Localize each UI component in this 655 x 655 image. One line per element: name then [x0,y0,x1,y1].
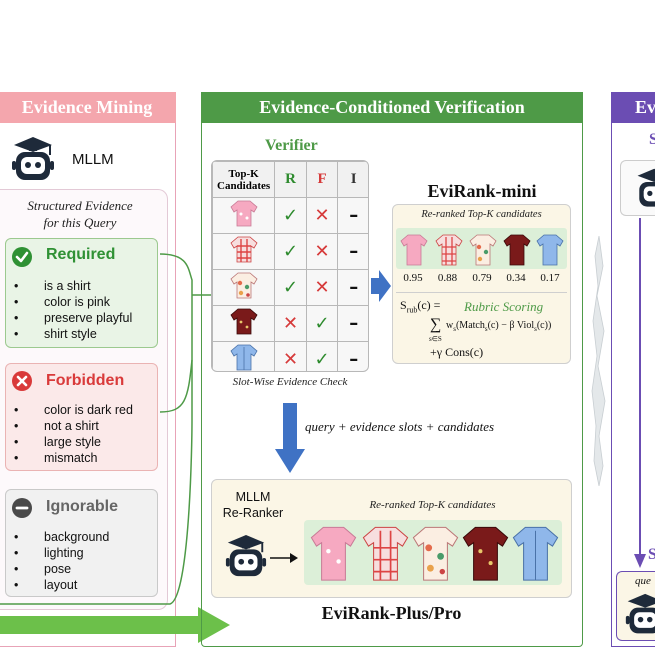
robot-icon [637,168,655,207]
reranker-caption: Re-ranked Top-K candidates [369,499,496,511]
list-item: preserve playful [6,310,156,326]
formula-line2: +γ Cons(c) [430,345,484,359]
blue-shirt-thumb [230,344,258,371]
pink-shirt-thumb [230,200,258,227]
mini-shirt-row [400,234,564,266]
reranker-label: MLLM Re-Ranker [222,490,284,520]
i-cell: – [337,341,368,371]
f-cell: ✕ [305,233,339,270]
evidence-mining-title: Evidence Mining [21,97,153,117]
ignorable-list: background lighting pose layout [6,529,156,593]
robot-icon [12,137,54,180]
candidate-cell [212,269,276,306]
x-circle-icon [12,371,32,391]
verification-header: Evidence-Conditioned Verification [201,92,583,123]
mllm-label: MLLM [72,151,114,168]
right-s-top: S [649,131,655,148]
list-item: shirt style [6,326,156,342]
darkred-shirt-thumb [230,308,258,335]
i-cell: – [337,305,368,342]
r-cell: ✓ [274,197,307,234]
verification-title: Evidence-Conditioned Verification [259,97,525,117]
f-cell: ✓ [305,341,339,371]
score-row: 0.95 0.88 0.79 0.34 0.17 [396,272,567,284]
score-value: 0.88 [437,272,458,284]
structured-evidence-caption: Structured Evidence for this Query [27,198,133,230]
i-cell: – [337,269,368,306]
i-cell: – [337,197,368,234]
list-item: not a shirt [6,418,156,434]
table-header-i: I [337,161,368,198]
r-cell: ✓ [274,269,307,306]
right-query-partial: que [635,575,651,587]
robot-icon [625,593,655,634]
table-header-candidates: Top-K Candidates [212,161,276,198]
candidate-cell [212,233,276,270]
small-right-arrow-icon [270,553,298,563]
formula-body: ws(Matchs(c) − β Viols(c)) [446,320,552,333]
purple-down-arrow [634,218,646,568]
list-item: color is dark red [6,402,156,418]
candidate-cell [212,197,276,234]
score-value: 0.17 [540,272,560,284]
list-item: layout [6,577,156,593]
f-cell: ✓ [305,305,339,342]
i-cell: – [337,233,368,270]
right-s-bottom: S [648,546,655,563]
required-list: is a shirt color is pink preserve playfu… [6,278,156,342]
robot-icon [225,535,267,577]
list-item: large style [6,434,156,450]
right-panel-title: Ev [635,97,655,117]
score-value: 0.95 [403,272,423,284]
down-arrow-icon [275,403,305,473]
reranker-shirt-row [310,526,559,581]
r-cell: ✕ [274,305,307,342]
verifier-table: Top-K Candidates R F I ✓✕– ✓✕– ✓✕– ✕✓– ✕… [212,161,368,371]
f-cell: ✕ [305,269,339,306]
formula-sum: ∑ [430,316,442,333]
table-caption: Slot-Wise Evidence Check [232,376,348,388]
forbidden-list: color is dark red not a shirt large styl… [6,402,156,466]
rubric-formula: Srub(c) = [400,298,441,315]
check-circle-icon [12,247,32,267]
list-item: is a shirt [6,278,156,294]
mini-divider [396,292,567,293]
list-item: lighting [6,545,156,561]
ignorable-title: Ignorable [46,498,119,515]
evidence-mining-header: Evidence Mining [0,92,176,123]
list-item: background [6,529,156,545]
evirank-mini-title: EviRank-mini [427,181,537,201]
minus-circle-icon [12,498,32,518]
torn-divider [591,236,606,486]
score-value: 0.34 [506,272,526,284]
down-arrow-caption: query + evidence slots + candidates [305,419,495,434]
r-cell: ✓ [274,233,307,270]
list-item: color is pink [6,294,156,310]
candidate-cell [212,305,276,342]
forbidden-title: Forbidden [46,372,125,389]
evirank-plus-pro-title: EviRank-Plus/Pro [321,603,462,623]
list-item: mismatch [6,450,156,466]
verifier-label: Verifier [265,137,318,154]
formula-sum-under: s∈S [429,335,442,343]
floral-shirt-thumb [230,272,258,299]
plaid-shirt-thumb [230,236,258,263]
verifier-table-container: Top-K Candidates R F I ✓✕– ✓✕– ✓✕– ✕✓– ✕… [211,160,369,372]
list-item: pose [6,561,156,577]
table-header-r: R [274,161,307,198]
table-header-f: F [305,161,339,198]
rubric-scoring-label: Rubric Scoring [464,299,544,314]
f-cell: ✕ [305,197,339,234]
candidate-cell [212,341,276,371]
right-panel-header: Ev [611,92,655,123]
right-arrow-icon [371,270,391,302]
score-value: 0.79 [472,272,492,284]
mini-reranked-caption: Re-ranked Top-K candidates [421,209,542,220]
r-cell: ✕ [274,341,307,371]
required-title: Required [46,246,116,263]
